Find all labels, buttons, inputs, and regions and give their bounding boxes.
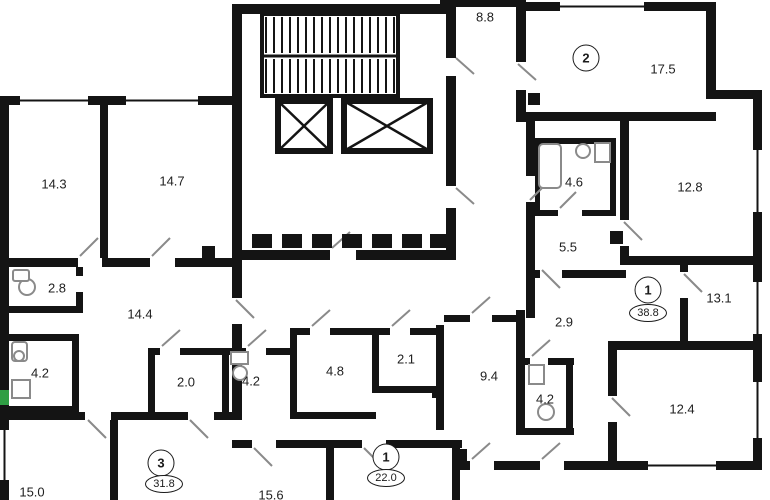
- door-leaves: [79, 57, 703, 467]
- room-area-label: 2.8: [47, 280, 67, 296]
- shaft-boxes: [252, 234, 446, 248]
- unit-total-area-badge: 31.8: [145, 475, 183, 493]
- room-area-label: 15.0: [19, 484, 45, 500]
- room-area-label: 17.5: [650, 61, 676, 77]
- room-area-label: 14.3: [41, 176, 67, 192]
- unit-total-area-badge: 38.8: [629, 304, 667, 322]
- unit-number-badge: 1: [634, 276, 662, 304]
- unit-number-badge: 3: [147, 449, 175, 477]
- room-area-label: 2.1: [396, 351, 416, 367]
- room-area-label: 12.8: [677, 179, 703, 195]
- stairwell-icon: [260, 12, 400, 98]
- unit-total-area-badge: 22.0: [367, 469, 405, 487]
- windows: [0, 2, 762, 480]
- unit-number-badge: 2: [572, 44, 600, 72]
- utility-box-icon: [202, 93, 623, 461]
- room-area-label: 14.7: [159, 173, 185, 189]
- room-area-label: 13.1: [706, 290, 732, 306]
- elevator-icon: [275, 98, 333, 154]
- room-area-label: 2.9: [554, 314, 574, 330]
- bathroom-fixtures: [11, 142, 611, 421]
- room-area-label: 2.0: [176, 374, 196, 390]
- room-area-label: 9.4: [479, 368, 499, 384]
- elevator-icon: [341, 98, 433, 154]
- entrance-marker: [0, 390, 9, 405]
- room-area-label: 4.2: [535, 391, 555, 407]
- room-area-label: 15.6: [258, 487, 284, 500]
- room-area-label: 12.4: [669, 401, 695, 417]
- door-openings: [76, 176, 688, 470]
- room-area-label: 5.5: [558, 239, 578, 255]
- room-area-label: 4.2: [30, 365, 50, 381]
- unit-number-badge: 1: [372, 443, 400, 471]
- room-area-label: 4.2: [241, 373, 261, 389]
- room-area-label: 14.4: [127, 306, 153, 322]
- room-area-label: 4.8: [325, 363, 345, 379]
- room-area-label: 8.8: [475, 9, 495, 25]
- room-area-label: 4.6: [564, 174, 584, 190]
